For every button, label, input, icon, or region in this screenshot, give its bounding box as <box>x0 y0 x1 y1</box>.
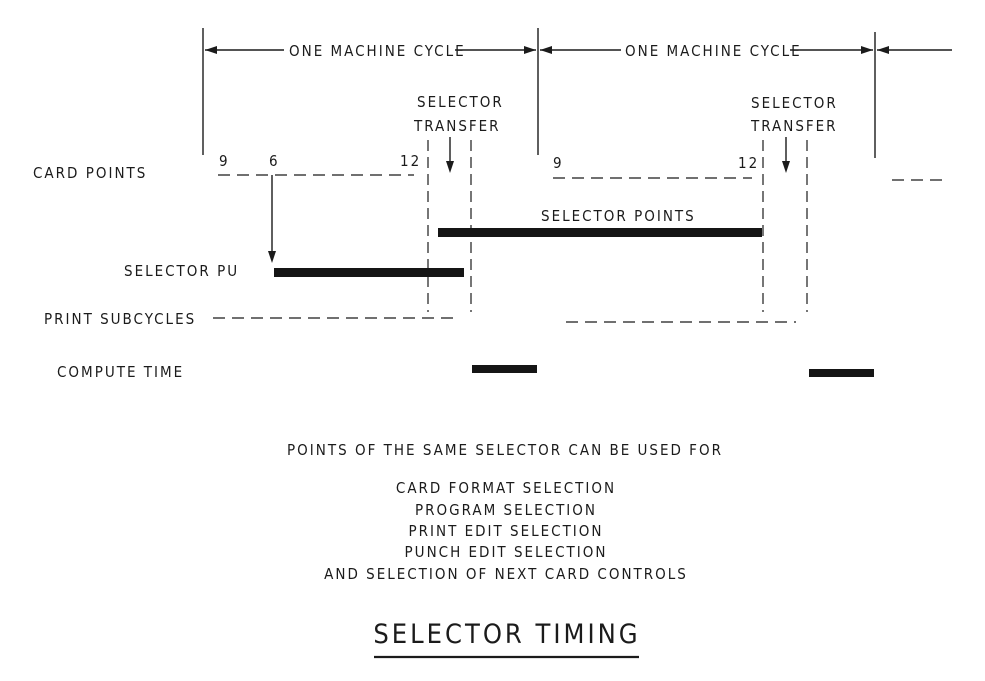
selector-transfer-1-arrowhead <box>446 161 454 173</box>
selector-transfer-2-line1: SELECTOR <box>751 94 838 112</box>
selector-transfer-1-line2: TRANSFER <box>413 117 501 135</box>
selector-points-label: SELECTOR POINTS <box>541 207 696 225</box>
card-point-12-cycle-2: 12 <box>738 154 759 172</box>
selector-uses-intro: POINTS OF THE SAME SELECTOR CAN BE USED … <box>287 441 723 459</box>
cycle-1-right-arrowhead <box>524 46 536 54</box>
page-title: SELECTOR TIMING <box>373 619 640 650</box>
cycle-1-label: ONE MACHINE CYCLE <box>289 42 466 60</box>
cycle-1-left-arrowhead <box>205 46 217 54</box>
card-point-9-cycle-1: 9 <box>219 152 230 170</box>
cycle-2-left-arrowhead <box>540 46 552 54</box>
selector-pu-label: SELECTOR PU <box>124 262 239 280</box>
selector-transfer-2-line2: TRANSFER <box>750 117 838 135</box>
card-point-12-cycle-1: 12 <box>400 152 421 170</box>
selector-transfer-1-line1: SELECTOR <box>417 93 504 111</box>
selector-use-program: PROGRAM SELECTION <box>415 501 597 519</box>
card-points-label: CARD POINTS <box>33 164 147 182</box>
card-point-9-cycle-2: 9 <box>553 154 564 172</box>
selector-use-next-card-controls: AND SELECTION OF NEXT CARD CONTROLS <box>324 565 688 583</box>
compute-time-label: COMPUTE TIME <box>57 363 184 381</box>
print-subcycles-label: PRINT SUBCYCLES <box>44 310 196 328</box>
selector-transfer-2-arrowhead <box>782 161 790 173</box>
selector-use-print-edit: PRINT EDIT SELECTION <box>408 522 603 540</box>
selector-use-card-format: CARD FORMAT SELECTION <box>396 479 616 497</box>
compute-time-bar-cycle-1 <box>472 365 537 373</box>
selector-use-punch-edit: PUNCH EDIT SELECTION <box>405 543 608 561</box>
selector-points-bar <box>438 228 762 237</box>
card-point-6-cycle-1: 6 <box>269 152 280 170</box>
cycle-2-right-arrowhead <box>861 46 873 54</box>
cycle-3-left-arrowhead <box>877 46 889 54</box>
cycle-2-label: ONE MACHINE CYCLE <box>625 42 802 60</box>
point-6-pickup-arrowhead <box>268 251 276 263</box>
selector-pu-bar <box>274 268 464 277</box>
compute-time-bar-cycle-2 <box>809 369 874 377</box>
